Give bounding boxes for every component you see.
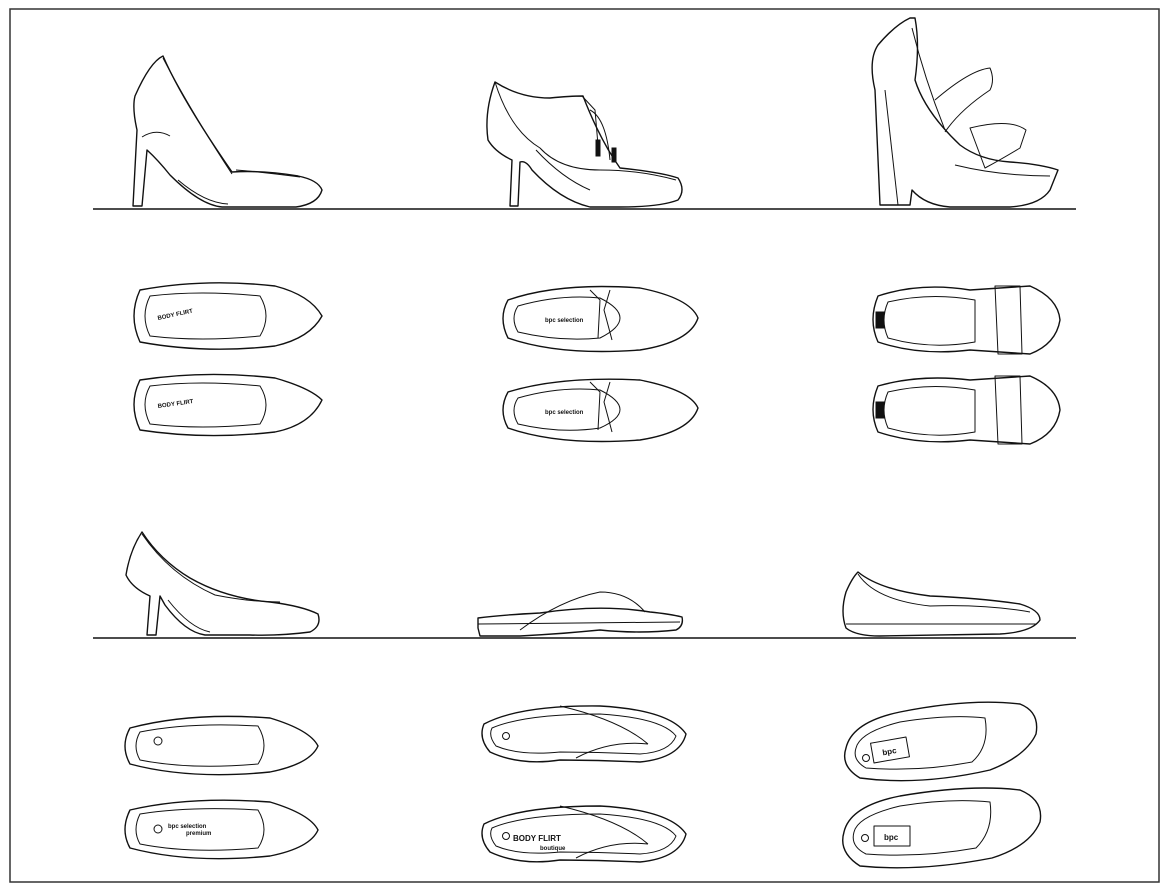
platform-sandal-side-icon (871, 17, 1059, 208)
pump2-brand-line1: bpc selection (168, 824, 207, 830)
stiletto-pump-top-2-icon: BODY FLIRT (133, 373, 323, 437)
flat-brand-label-2: bpc (884, 833, 899, 842)
pump-brand-label-1: BODY FLIRT (157, 309, 194, 322)
platform-sandal-top-1-icon (872, 285, 1061, 355)
stiletto-pump-side-icon (132, 55, 323, 208)
stiletto-pump-top-1-icon: BODY FLIRT (133, 282, 323, 350)
oxford-brand-label-1: bpc selection (545, 318, 584, 324)
ballet-flat-top-2-icon: bpc (842, 787, 1042, 869)
mid-heel-pump-top-2-icon: bpc selection premium (124, 799, 319, 860)
mid-heel-pump-side-icon (125, 531, 320, 636)
flip-brand-line2: boutique (540, 846, 566, 852)
ballet-flat-top-1-icon: bpc (843, 701, 1038, 782)
oxford-top-2-icon: bpc selection (502, 378, 699, 443)
oxford-brand-label-2: bpc selection (545, 410, 584, 416)
pump-brand-label-2: BODY FLIRT (157, 399, 194, 410)
flip-flop-side-icon (477, 591, 684, 637)
mid-heel-pump-top-1-icon (124, 715, 319, 776)
flip-flop-top-1-icon (481, 705, 687, 763)
platform-sandal-top-2-icon (872, 375, 1061, 445)
flip-brand-line1: BODY FLIRT (513, 834, 561, 843)
ballet-flat-side-icon (842, 571, 1041, 637)
oxford-top-1-icon: bpc selection (502, 285, 699, 353)
flip-flop-top-2-icon: BODY FLIRT boutique (481, 805, 687, 863)
heeled-oxford-side-icon (486, 81, 683, 208)
flat-brand-label-1: bpc (882, 746, 898, 757)
sheet-frame (9, 8, 1160, 883)
pump2-brand-line2: premium (186, 831, 211, 837)
